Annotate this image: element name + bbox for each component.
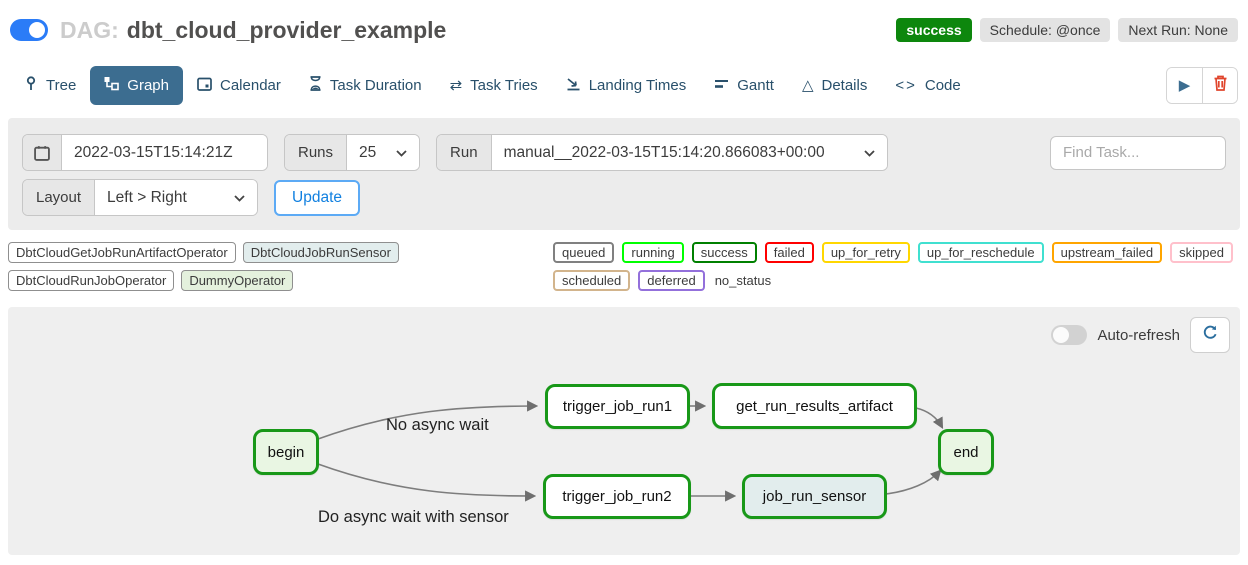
schedule-badge: Schedule: @once <box>979 18 1111 42</box>
state-badge-scheduled[interactable]: scheduled <box>553 270 631 291</box>
tab-details[interactable]: △ Details <box>801 76 868 94</box>
tab-tree[interactable]: Tree <box>10 66 90 105</box>
dag-node-trigger-job-run1[interactable]: trigger_job_run1 <box>545 384 690 429</box>
dag-node-trigger-job-run2[interactable]: trigger_job_run2 <box>543 474 691 519</box>
state-legend: queued running success failed up_for_ret… <box>553 242 1240 291</box>
toggle-knob <box>29 22 45 38</box>
state-badge-success[interactable]: success <box>691 242 757 263</box>
tab-task-duration[interactable]: Task Duration <box>295 66 436 105</box>
triangle-icon: △ <box>801 76 814 94</box>
status-badge: success <box>896 18 972 42</box>
update-button[interactable]: Update <box>274 179 361 216</box>
state-badge-running[interactable]: running <box>622 242 684 263</box>
state-badge-no-status: no_status <box>712 270 774 291</box>
trash-icon <box>1213 75 1228 95</box>
runs-group: Runs 25 <box>284 134 421 171</box>
tab-gantt[interactable]: Gantt <box>700 67 788 104</box>
state-badge-upstream-failed[interactable]: upstream_failed <box>1051 242 1163 263</box>
chevron-down-icon <box>234 189 245 207</box>
run-select[interactable]: manual__2022-03-15T15:14:20.866083+00:00 <box>491 135 887 170</box>
tab-calendar[interactable]: Calendar <box>183 66 295 105</box>
find-task-input[interactable] <box>1050 135 1226 170</box>
refresh-button[interactable] <box>1190 317 1230 353</box>
state-badge-up-for-reschedule[interactable]: up_for_reschedule <box>917 242 1044 263</box>
run-group: Run manual__2022-03-15T15:14:20.866083+0… <box>436 134 888 171</box>
run-label: Run <box>437 135 492 170</box>
dag-label: DAG: <box>60 16 119 43</box>
state-badge-failed[interactable]: failed <box>764 242 814 263</box>
calendar-picker-icon[interactable] <box>23 135 62 170</box>
trigger-dag-button[interactable]: ▶ <box>1167 67 1202 103</box>
tab-task-tries[interactable]: ⇄ Task Tries <box>449 76 538 94</box>
tab-code[interactable]: <> Code <box>895 76 961 94</box>
filter-panel: Runs 25 Run manual__2022-03-15T15:14:20.… <box>8 118 1240 230</box>
operator-badge: DummyOperator <box>181 270 294 291</box>
repeat-icon: ⇄ <box>449 76 463 94</box>
dag-header: DAG: dbt_cloud_provider_example success … <box>0 0 1248 56</box>
state-badge-deferred[interactable]: deferred <box>638 270 705 291</box>
state-badge-up-for-retry[interactable]: up_for_retry <box>821 242 910 263</box>
dag-node-get-run-results-artifact[interactable]: get_run_results_artifact <box>712 383 917 429</box>
chevron-down-icon <box>396 144 407 162</box>
operator-legend: DbtCloudGetJobRunArtifactOperator DbtClo… <box>8 242 553 291</box>
delete-dag-button[interactable] <box>1202 67 1237 103</box>
edge-label-do-async-wait: Do async wait with sensor <box>318 508 509 526</box>
runs-select[interactable]: 25 <box>347 135 420 170</box>
edge-label-no-async-wait: No async wait <box>386 416 489 434</box>
graph-panel: Auto-refresh begin trigger_job_run1 get_… <box>8 307 1240 555</box>
tree-icon <box>24 75 38 95</box>
auto-refresh-toggle[interactable] <box>1051 325 1088 345</box>
tab-landing-times[interactable]: Landing Times <box>552 66 701 105</box>
calendar-icon <box>197 76 212 95</box>
dag-actions: ▶ <box>1166 66 1238 104</box>
base-date-group <box>22 134 268 171</box>
gantt-icon <box>714 77 729 94</box>
dag-edges <box>317 400 944 502</box>
next-run-badge: Next Run: None <box>1118 18 1238 42</box>
base-date-input[interactable] <box>62 135 267 170</box>
layout-group: Layout Left > Right <box>22 179 259 216</box>
toggle-knob <box>1053 327 1070 343</box>
dag-title: dbt_cloud_provider_example <box>126 16 447 43</box>
runs-label: Runs <box>285 135 348 170</box>
operator-badge: DbtCloudJobRunSensor <box>242 242 399 263</box>
view-tabbar: Tree Graph Calendar Task Duration ⇄ Task… <box>0 56 1248 114</box>
operator-badge: DbtCloudGetJobRunArtifactOperator <box>8 242 236 263</box>
legend: DbtCloudGetJobRunArtifactOperator DbtClo… <box>0 230 1248 297</box>
operator-badge: DbtCloudRunJobOperator <box>8 270 175 291</box>
code-icon: <> <box>895 76 917 94</box>
chevron-down-icon <box>863 144 875 162</box>
dag-pause-toggle[interactable] <box>10 19 48 41</box>
state-badge-skipped[interactable]: skipped <box>1170 242 1233 263</box>
plane-landing-icon <box>566 76 581 95</box>
dag-node-job-run-sensor[interactable]: job_run_sensor <box>742 474 887 519</box>
auto-refresh-label: Auto-refresh <box>1097 326 1180 344</box>
hourglass-icon <box>309 75 322 95</box>
layout-label: Layout <box>23 180 96 215</box>
dag-node-begin[interactable]: begin <box>253 429 319 475</box>
refresh-icon <box>1202 324 1219 346</box>
layout-select[interactable]: Left > Right <box>95 180 258 215</box>
state-badge-queued[interactable]: queued <box>553 242 615 263</box>
dag-node-end[interactable]: end <box>938 429 994 475</box>
graph-icon <box>104 76 120 95</box>
tab-graph[interactable]: Graph <box>90 65 183 105</box>
